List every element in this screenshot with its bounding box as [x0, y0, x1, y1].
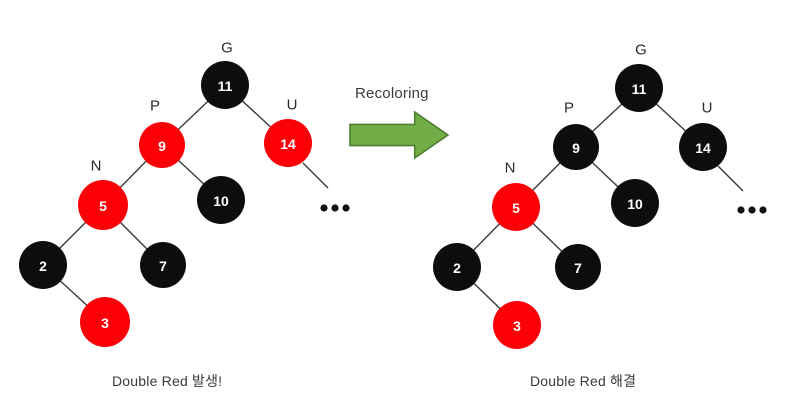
left-tree-ellipsis	[320, 204, 350, 212]
node-value: 11	[218, 78, 233, 94]
node-value: 5	[99, 198, 107, 214]
tree-node-11: 11	[201, 61, 249, 109]
tree-node-2: 2	[433, 243, 481, 291]
node-circle-black	[555, 244, 601, 290]
node-value: 9	[158, 138, 166, 154]
node-tag-N: N	[91, 158, 102, 175]
tree-node-14: 14	[264, 119, 312, 167]
tree-stub-edge	[302, 162, 329, 189]
node-circle-black	[553, 124, 599, 170]
node-tag-P: P	[564, 100, 574, 117]
ellipsis-dot	[331, 204, 339, 212]
tree-node-5: 5	[78, 180, 128, 230]
tree-node-5: 5	[492, 183, 540, 231]
tree-node-9: 9	[553, 124, 599, 170]
node-value: 11	[632, 81, 647, 97]
tree-node-10: 10	[197, 176, 245, 224]
node-value: 7	[574, 260, 582, 276]
node-circle-black	[433, 243, 481, 291]
node-value: 9	[572, 140, 580, 156]
node-circle-red	[80, 297, 130, 347]
tree-node-3: 3	[80, 297, 130, 347]
node-circle-red	[78, 180, 128, 230]
right-tree-nodes: G 11P 9 U 14N 5 10 2 7 3	[433, 42, 727, 349]
node-tag-P: P	[150, 98, 160, 115]
node-value: 2	[453, 260, 461, 276]
node-circle-black	[201, 61, 249, 109]
recoloring-label: Recoloring	[355, 85, 429, 102]
node-tag-U: U	[702, 100, 713, 117]
node-value: 10	[627, 196, 643, 212]
tree-node-7: 7	[140, 242, 186, 288]
node-circle-black	[19, 241, 67, 289]
node-circle-black	[140, 242, 186, 288]
ellipsis-dot	[320, 204, 328, 212]
ellipsis-dot	[759, 206, 767, 214]
left-tree-nodes: G 11P 9 U 14N 5 10 2 7 3	[19, 40, 312, 347]
node-value: 2	[39, 258, 47, 274]
tree-node-14: 14	[679, 123, 727, 171]
ellipsis-dot	[342, 204, 350, 212]
tree-node-9: 9	[139, 122, 185, 168]
tree-node-10: 10	[611, 179, 659, 227]
node-tag-N: N	[505, 160, 516, 177]
tree-stub-edge	[717, 165, 744, 192]
node-circle-red	[493, 301, 541, 349]
tree-node-3: 3	[493, 301, 541, 349]
node-circle-black	[615, 64, 663, 112]
node-circle-black	[611, 179, 659, 227]
right-block-arrow-icon	[349, 110, 450, 160]
node-value: 14	[280, 136, 296, 152]
node-circle-red	[264, 119, 312, 167]
tree-node-11: 11	[615, 64, 663, 112]
node-value: 7	[159, 258, 167, 274]
node-tag-G: G	[635, 42, 647, 59]
recoloring-arrow-icon	[349, 110, 450, 160]
right-tree-ellipsis	[737, 206, 767, 214]
node-circle-black	[679, 123, 727, 171]
node-circle-red	[492, 183, 540, 231]
right-tree-caption: Double Red 해결	[530, 373, 637, 389]
node-tag-G: G	[221, 40, 233, 57]
tree-node-2: 2	[19, 241, 67, 289]
node-circle-red	[139, 122, 185, 168]
ellipsis-dot	[748, 206, 756, 214]
node-value: 14	[695, 140, 711, 156]
node-value: 5	[512, 200, 520, 216]
left-tree-caption: Double Red 발생!	[112, 373, 223, 389]
node-value: 10	[213, 193, 229, 209]
tree-node-7: 7	[555, 244, 601, 290]
node-value: 3	[513, 318, 521, 334]
ellipsis-dot	[737, 206, 745, 214]
node-circle-black	[197, 176, 245, 224]
node-value: 3	[101, 315, 109, 331]
node-tag-U: U	[287, 97, 298, 114]
